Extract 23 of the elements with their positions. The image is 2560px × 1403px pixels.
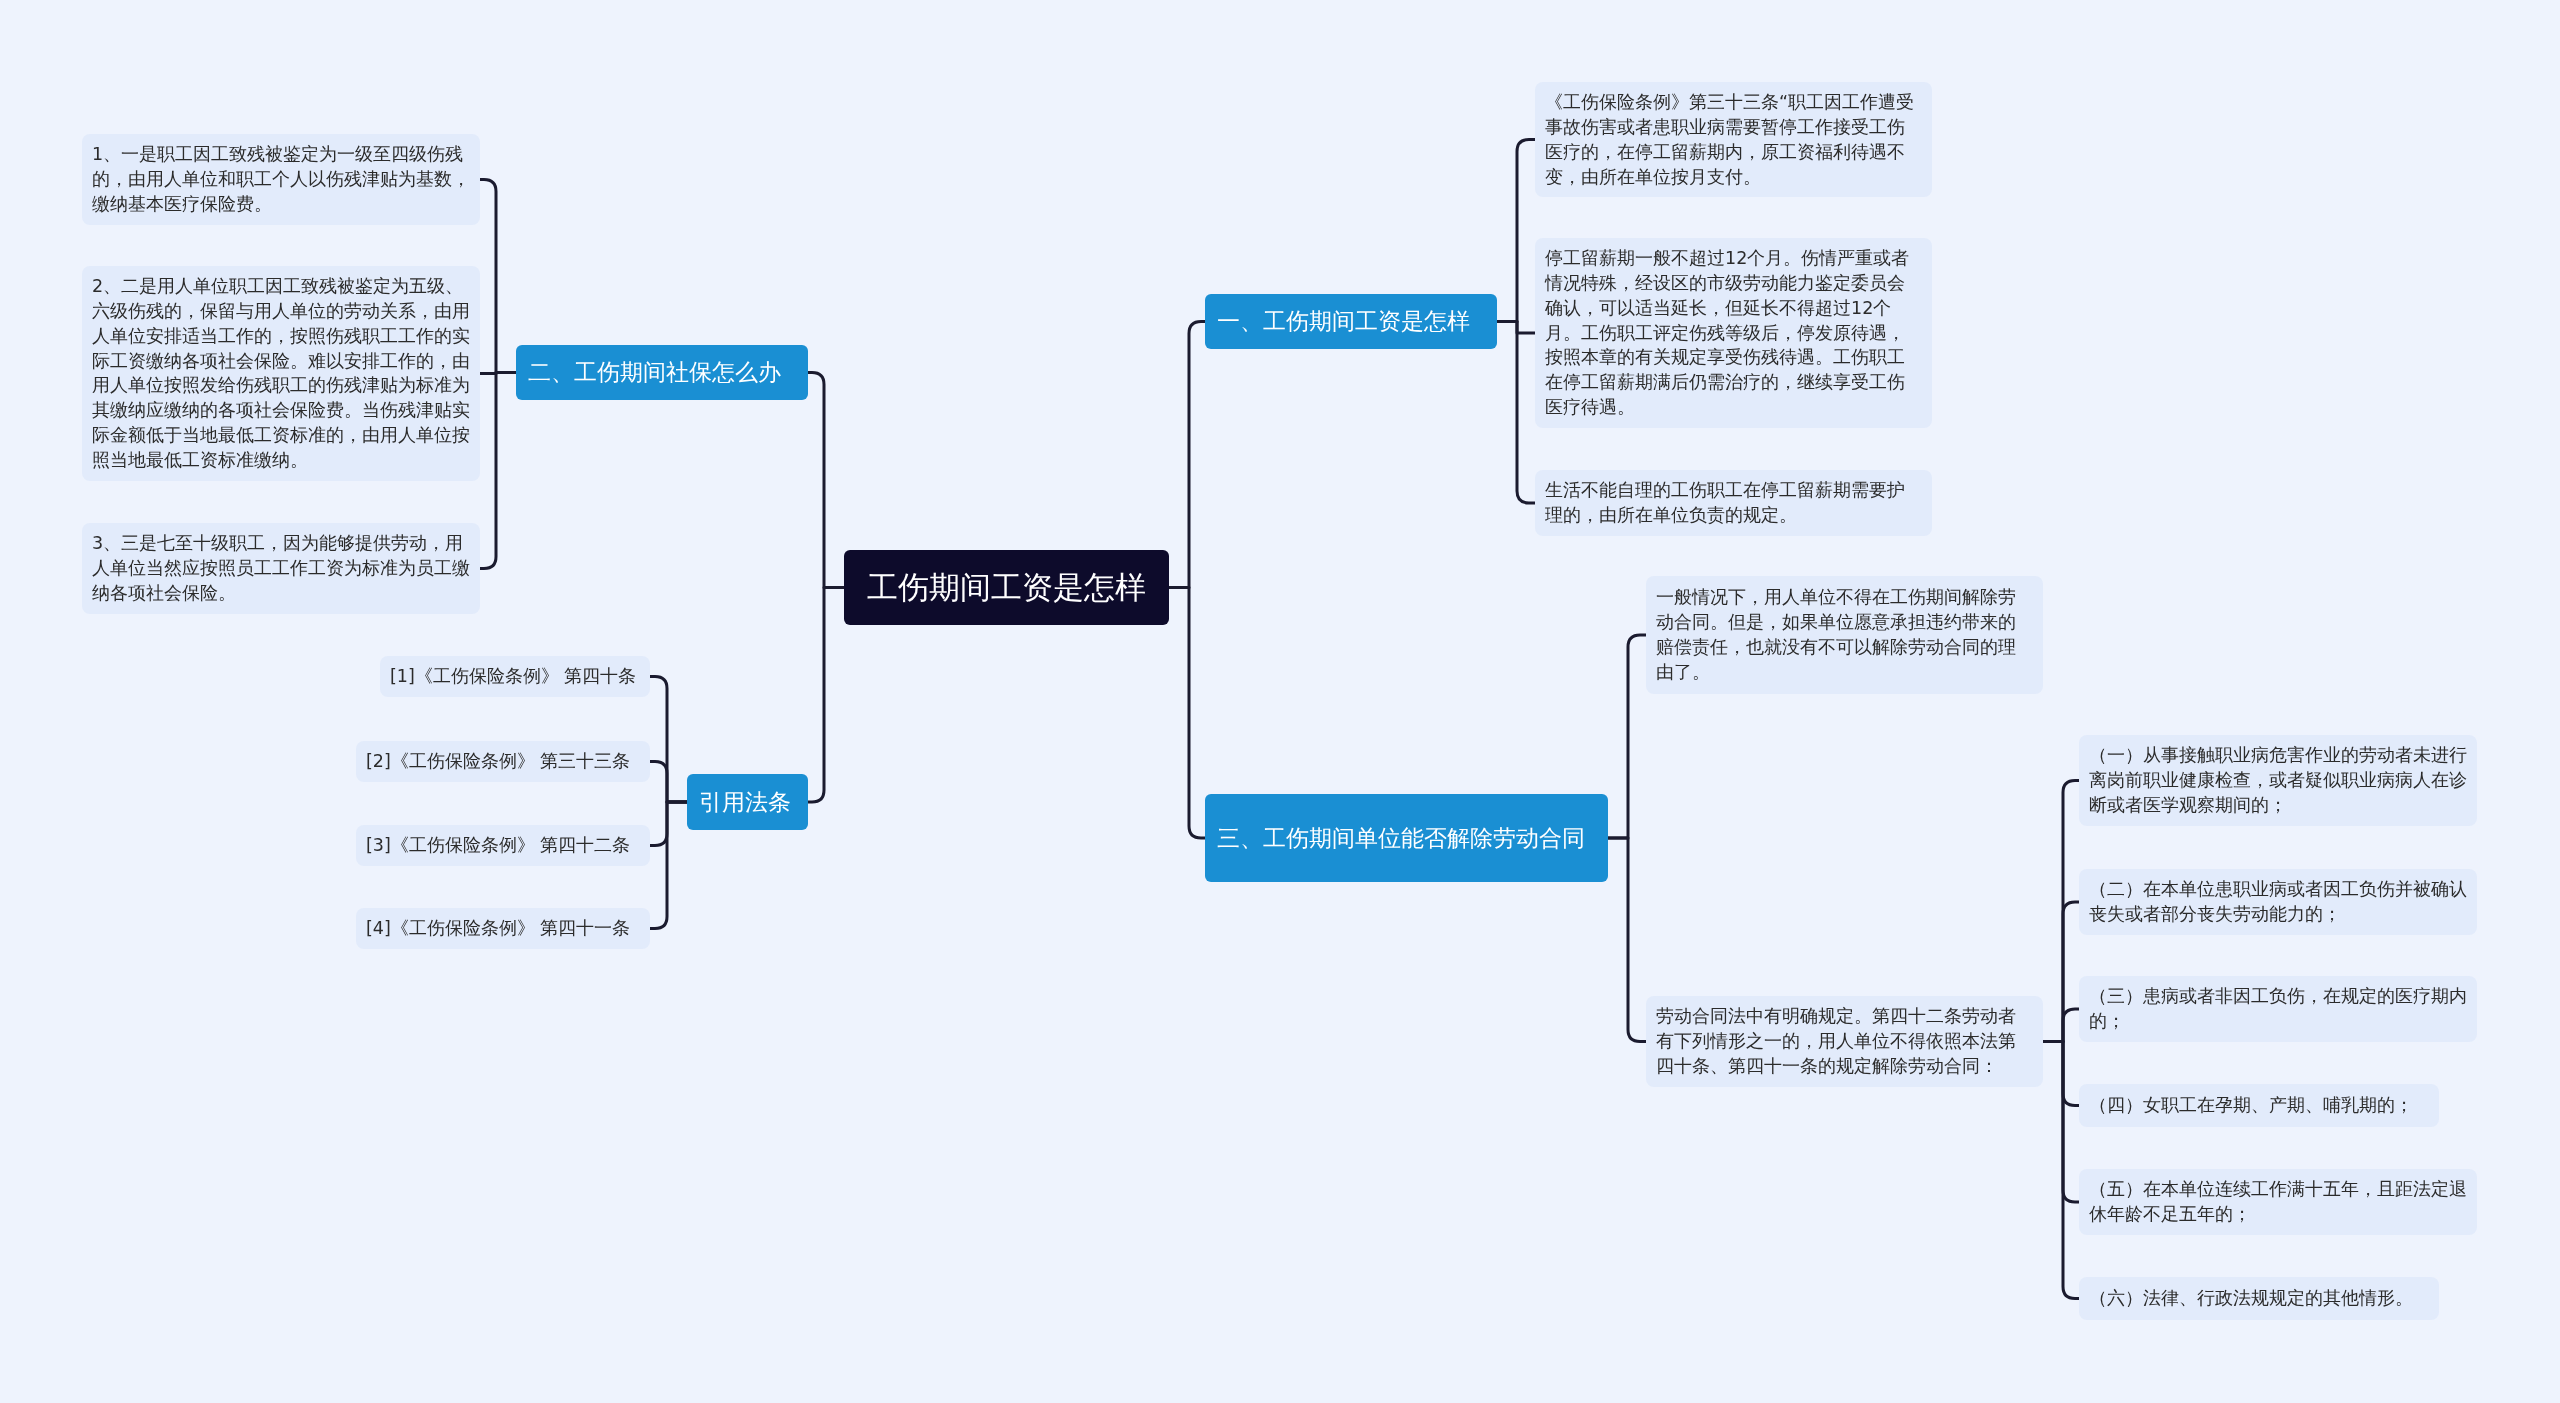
leaf-topic: 3、三是七至十级职工，因为能够提供劳动，用人单位当然应按照员工工作工资为标准为员工缴纳各项社会保险。 bbox=[82, 523, 480, 614]
branch-topic: 一、工伤期间工资是怎样 bbox=[1205, 294, 1497, 349]
leaf-topic: 停工留薪期一般不超过12个月。伤情严重或者情况特殊，经设区的市级劳动能力鉴定委员会确认，可以适当延长，但延长不得超过12个月。工伤职工评定伤残等级后，停发原待遇，按照本章的有关规定享受伤残待遇。工伤职工在停工留薪期满后仍需治疗的，继续享受工伤医疗待遇。 bbox=[1535, 238, 1932, 428]
leaf-topic: [3]《工伤保险条例》 第四十二条 bbox=[356, 825, 650, 866]
leaf-topic: 生活不能自理的工伤职工在停工留薪期需要护理的，由所在单位负责的规定。 bbox=[1535, 470, 1932, 536]
leaf-topic: 一般情况下，用人单位不得在工伤期间解除劳动合同。但是，如果单位愿意承担违约带来的赔偿责任，也就没有不可以解除劳动合同的理由了。 bbox=[1646, 576, 2043, 694]
leaf-topic: 1、一是职工因工致残被鉴定为一级至四级伤残的，由用人单位和职工个人以伤残津贴为基数，缴纳基本医疗保险费。 bbox=[82, 134, 480, 225]
leaf-topic: （三）患病或者非因工负伤，在规定的医疗期内的； bbox=[2079, 976, 2477, 1042]
leaf-topic: （四）女职工在孕期、产期、哺乳期的； bbox=[2079, 1084, 2439, 1127]
leaf-topic: （二）在本单位患职业病或者因工负伤并被确认丧失或者部分丧失劳动能力的； bbox=[2079, 869, 2477, 935]
leaf-topic: [2]《工伤保险条例》 第三十三条 bbox=[356, 741, 650, 782]
branch-topic: 三、工伤期间单位能否解除劳动合同 bbox=[1205, 794, 1608, 882]
leaf-topic: 劳动合同法中有明确规定。第四十二条劳动者有下列情形之一的，用人单位不得依照本法第四十条、第四十一条的规定解除劳动合同： bbox=[1646, 996, 2043, 1087]
central-topic: 工伤期间工资是怎样 bbox=[844, 550, 1169, 625]
leaf-topic: （六）法律、行政法规规定的其他情形。 bbox=[2079, 1277, 2439, 1320]
leaf-topic: 《工伤保险条例》第三十三条“职工因工作遭受事故伤害或者患职业病需要暂停工作接受工伤医疗的，在停工留薪期内，原工资福利待遇不变，由所在单位按月支付。 bbox=[1535, 82, 1932, 198]
branch-topic: 引用法条 bbox=[687, 774, 808, 830]
leaf-topic: 2、二是用人单位职工因工致残被鉴定为五级、六级伤残的，保留与用人单位的劳动关系，由用人单位安排适当工作的，按照伤残职工工作的实际工资缴纳各项社会保险。难以安排工作的，由用人单位按照发给伤残职工的伤残津贴为标准为其缴纳应缴纳的各项社会保险费。当伤残津贴实际金额低于当地最低工资标准的，由用人单位按照当地最低工资标准缴纳。 bbox=[82, 266, 480, 481]
branch-topic: 二、工伤期间社保怎么办 bbox=[516, 345, 808, 400]
leaf-topic: （一）从事接触职业病危害作业的劳动者未进行离岗前职业健康检查，或者疑似职业病病人在诊断或者医学观察期间的； bbox=[2079, 735, 2477, 826]
leaf-topic: （五）在本单位连续工作满十五年，且距法定退休年龄不足五年的； bbox=[2079, 1169, 2477, 1235]
leaf-topic: [4]《工伤保险条例》 第四十一条 bbox=[356, 908, 650, 949]
leaf-topic: [1]《工伤保险条例》 第四十条 bbox=[380, 656, 650, 697]
